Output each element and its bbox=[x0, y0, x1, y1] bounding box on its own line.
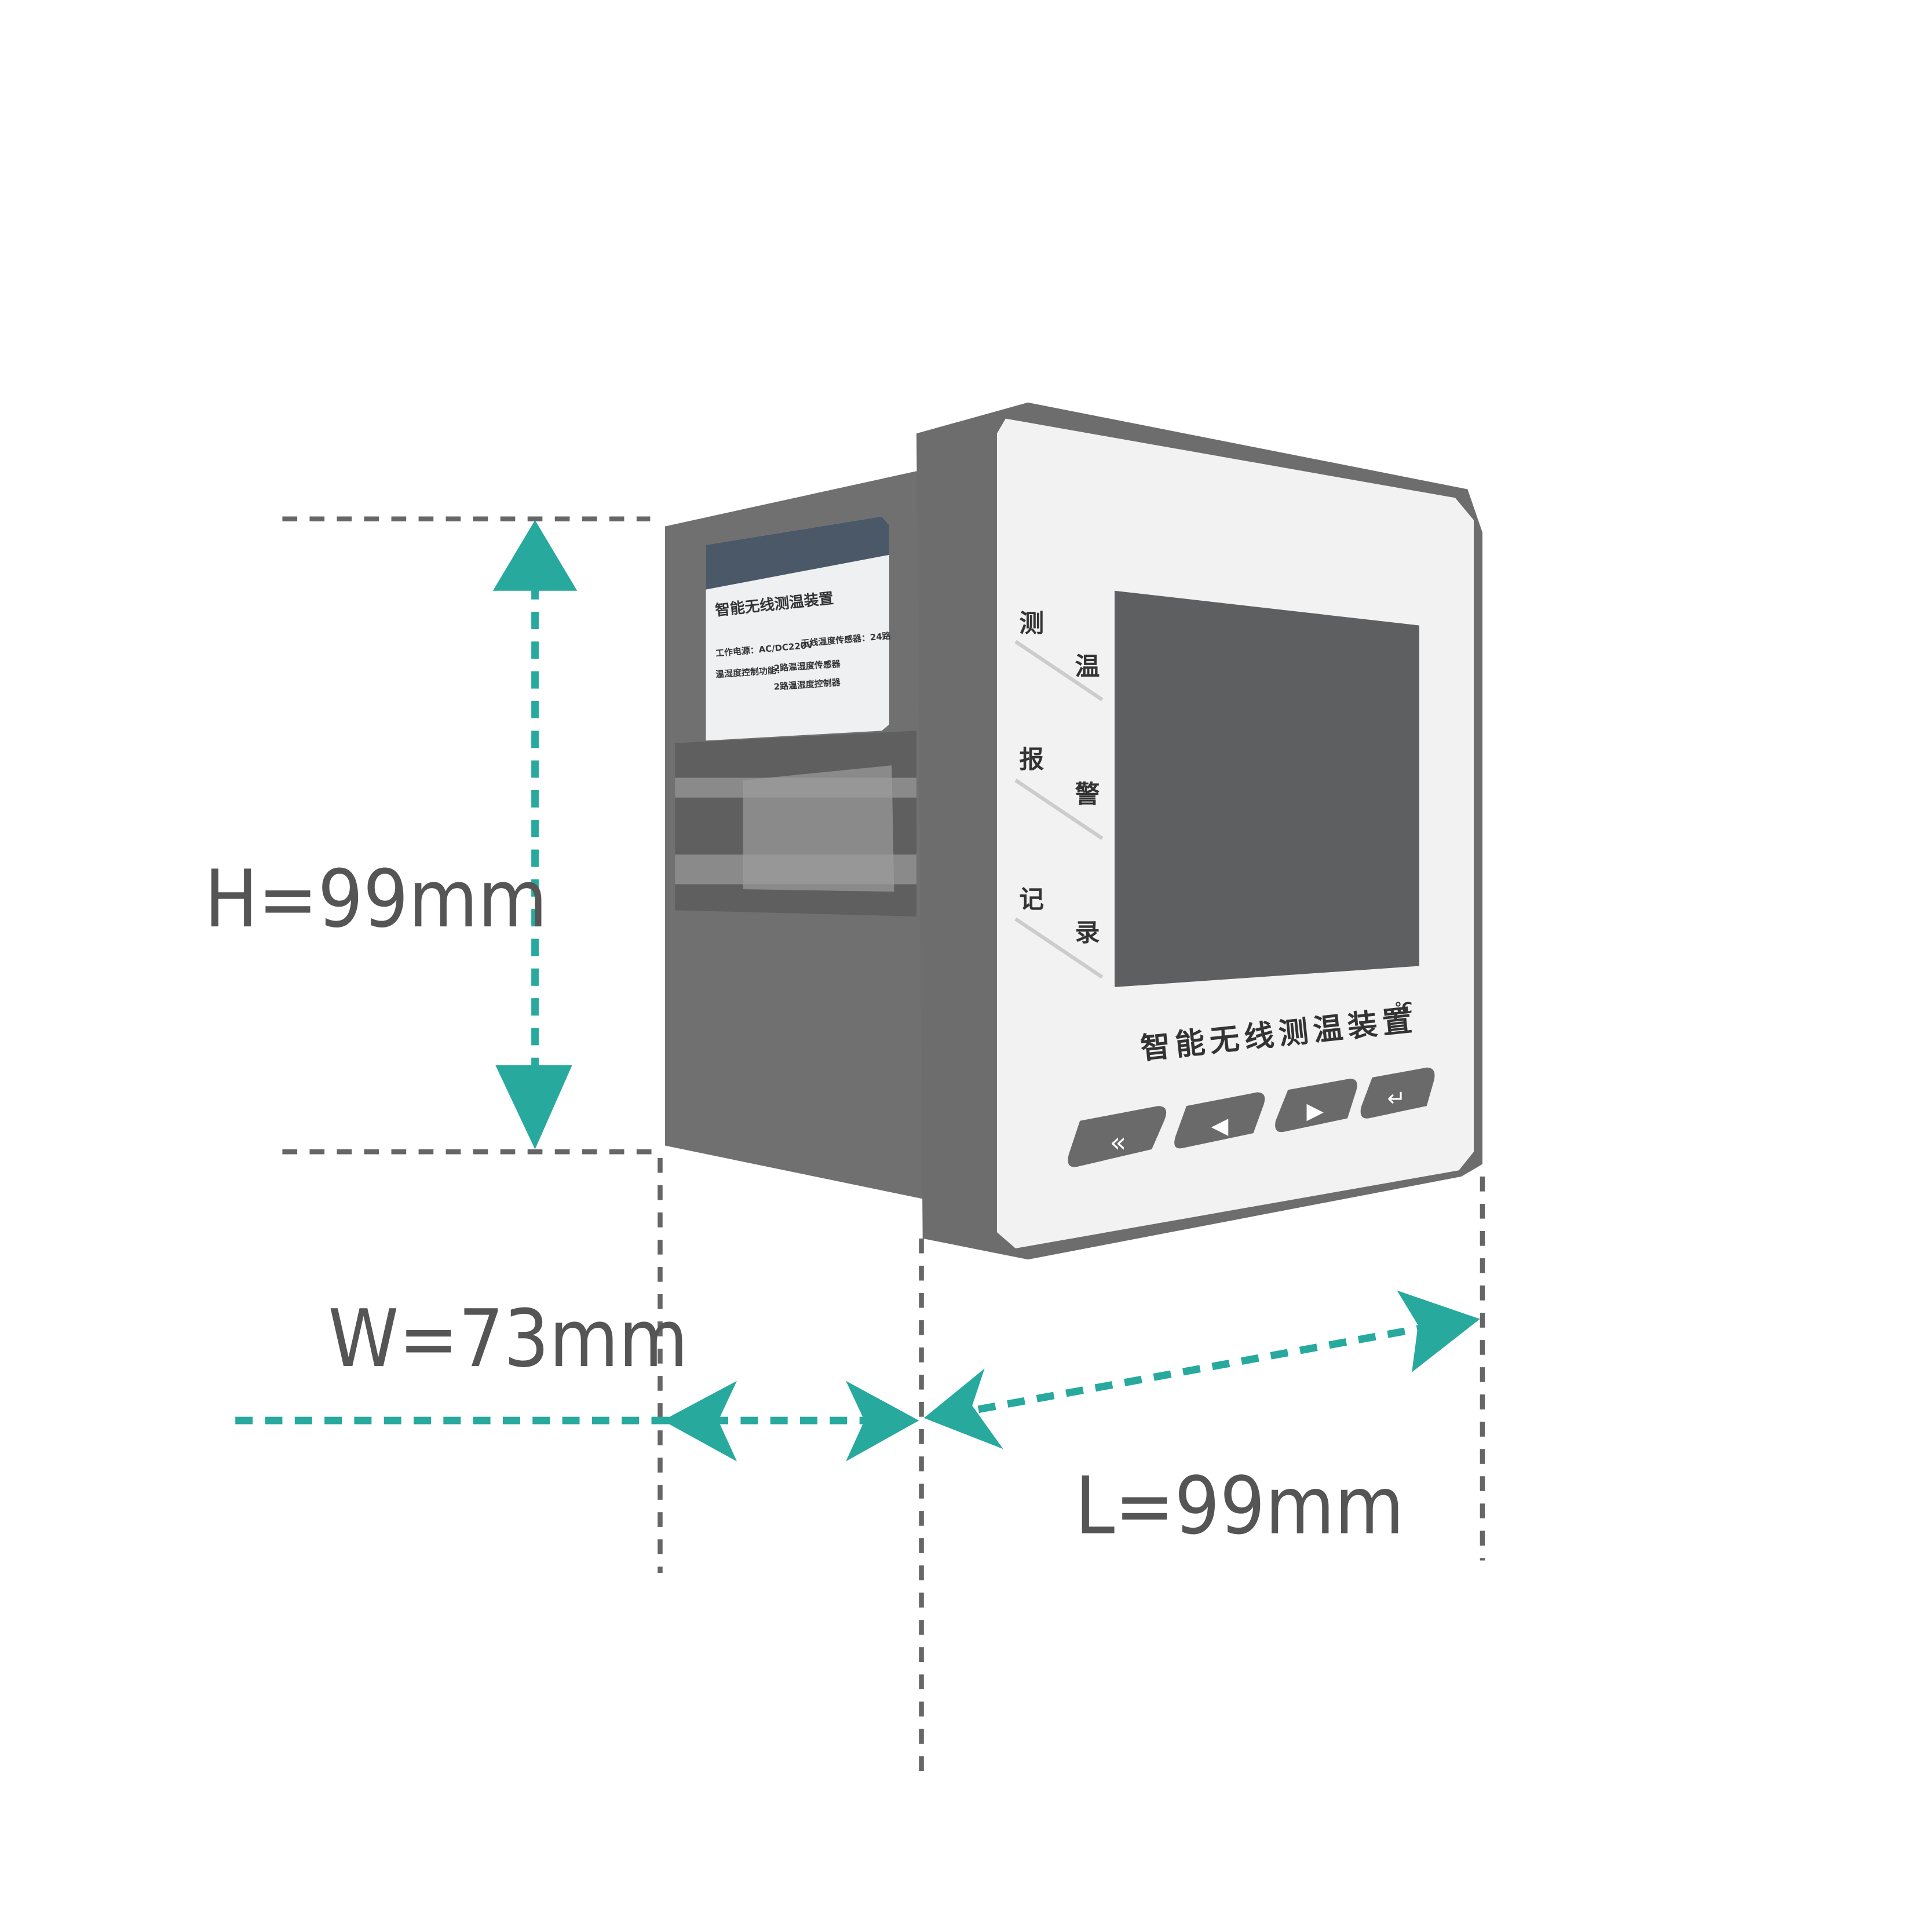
panel-buttons: « ◀ ▶ ↵ bbox=[1068, 1067, 1435, 1167]
right-arrow-icon: ▶ bbox=[1306, 1098, 1324, 1124]
label-record-1: 记 bbox=[1019, 885, 1044, 914]
right-button[interactable]: ▶ bbox=[1275, 1079, 1357, 1133]
label-alarm-1: 报 bbox=[1019, 745, 1044, 774]
length-dimension: L=99mm bbox=[1075, 1460, 1404, 1553]
height-dimension: H=99mm bbox=[204, 853, 547, 945]
arrow-left-icon bbox=[923, 1368, 1003, 1449]
arrow-left-icon bbox=[662, 1380, 737, 1462]
arrow-up-icon bbox=[492, 520, 578, 591]
arrow-right-icon bbox=[1397, 1290, 1480, 1372]
left-button[interactable]: ◀ bbox=[1174, 1092, 1265, 1149]
label-measure-2: 温 bbox=[1075, 652, 1100, 681]
label-alarm-2: 警 bbox=[1075, 780, 1100, 809]
left-arrow-icon: ◀ bbox=[1211, 1113, 1229, 1139]
double-left-icon: « bbox=[1109, 1127, 1126, 1159]
enter-icon: ↵ bbox=[1387, 1086, 1405, 1112]
width-dimension: W=73mm bbox=[328, 1293, 688, 1385]
dimension-arrowheads bbox=[492, 520, 1480, 1462]
guide-lines bbox=[282, 516, 1485, 1777]
dimension-lines bbox=[235, 582, 1425, 1425]
enter-button[interactable]: ↵ bbox=[1360, 1067, 1435, 1119]
lcd-screen bbox=[1115, 590, 1419, 987]
label-measure-1: 测 bbox=[1019, 609, 1044, 638]
device-body bbox=[665, 402, 1482, 1260]
label-record-2: 录 bbox=[1075, 919, 1100, 948]
spec-label: 智能无线测温装置 工作电源：AC/DC220V 无线温度传感器：24路 温湿度控… bbox=[706, 516, 892, 741]
unit-celsius: ℃ bbox=[1394, 1000, 1412, 1017]
arrow-right-icon bbox=[846, 1380, 919, 1462]
arrow-down-icon bbox=[495, 1065, 572, 1149]
back-button[interactable]: « bbox=[1068, 1106, 1167, 1167]
